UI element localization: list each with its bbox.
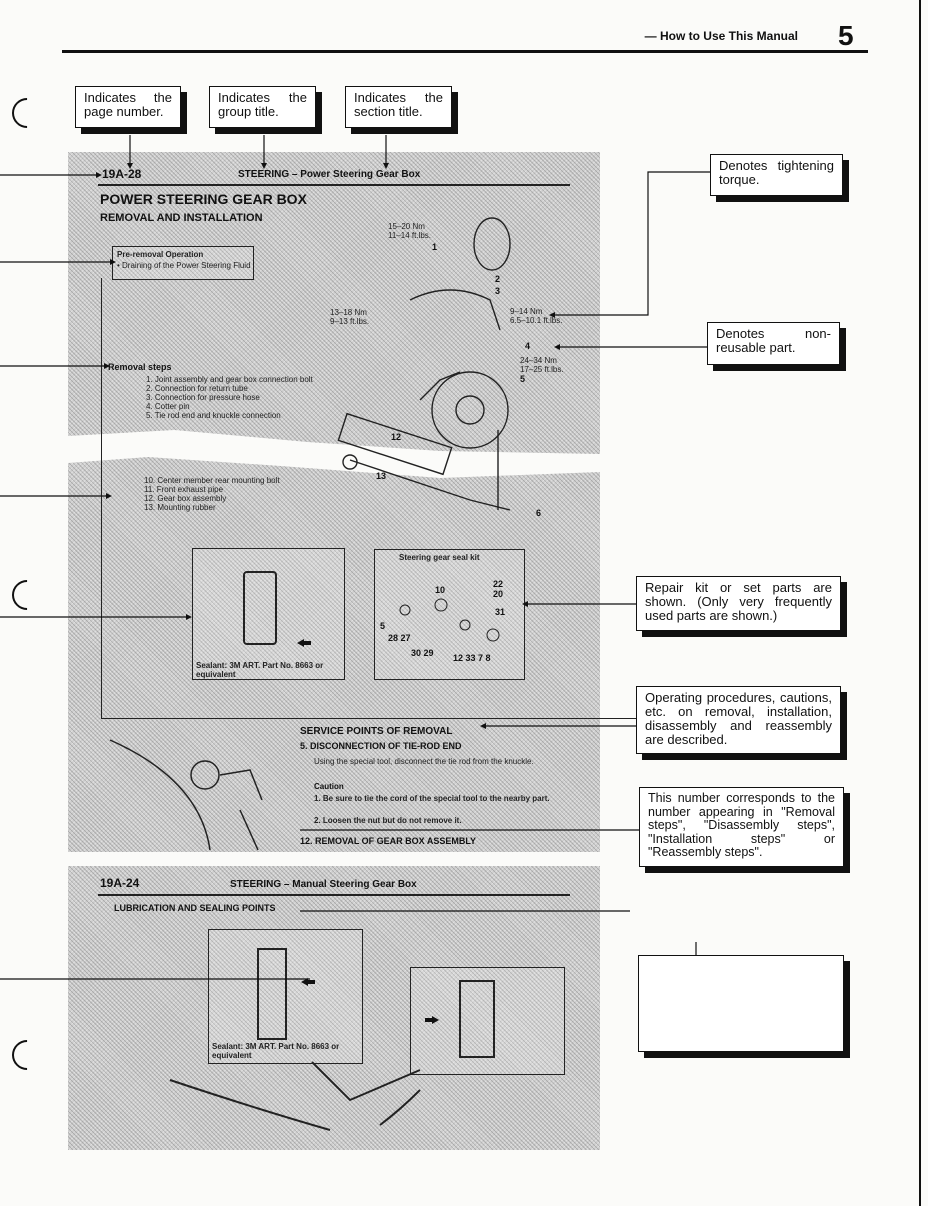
torque-label-4: 24–34 Nm 17–25 ft.lbs. [520, 356, 564, 374]
svg-text:28 27: 28 27 [388, 633, 411, 643]
caution-item-2: 2. Loosen the nut but do not remove it. [314, 816, 462, 825]
callout-page-number: Indicates the page number. [75, 86, 181, 128]
removal-step: 4. Cotter pin [146, 402, 190, 411]
header-rule [62, 50, 868, 53]
svg-text:10: 10 [435, 585, 445, 595]
svg-text:5: 5 [380, 621, 385, 631]
example-page-ref: 19A-28 [102, 167, 142, 181]
sealant-note: Sealant: 3M ART. Part No. 8663 or equiva… [196, 661, 324, 679]
callout-group-title: Indicates the group title. [209, 86, 316, 128]
caution-item-1: 1. Be sure to tie the cord of the specia… [314, 794, 550, 803]
callout-empty [638, 955, 844, 1052]
preremoval-item: • Draining of the Power Steering Fluid [117, 261, 251, 270]
sealant-note-2: Sealant: 3M ART. Part No. 8663 or equiva… [212, 1042, 340, 1060]
lubrication-title: LUBRICATION AND SEALING POINTS [114, 903, 276, 913]
procedure-bracket-bottom [101, 718, 636, 719]
service-item-b: 12. REMOVAL OF GEAR BOX ASSEMBLY [300, 836, 477, 846]
detail-box-lube-2 [410, 967, 565, 1075]
service-body: Using the special tool, disconnect the t… [314, 757, 534, 766]
arrow-icon [425, 1016, 439, 1024]
svg-text:20: 20 [493, 589, 503, 599]
callout-number-corresponds: This number corresponds to the number ap… [639, 787, 844, 867]
detail-sketch [243, 571, 277, 645]
callout-operating-procedures: Operating procedures, cautions, etc. on … [636, 686, 841, 754]
svg-text:12 33 7 8: 12 33 7 8 [453, 653, 491, 663]
removal-step: 5. Tie rod end and knuckle connection [146, 411, 281, 420]
example-header-rule [98, 184, 570, 186]
service-points-title: SERVICE POINTS OF REMOVAL [300, 726, 453, 737]
example-group-title: STEERING – Power Steering Gear Box [238, 169, 421, 180]
removal-step: 13. Mounting rubber [144, 503, 216, 512]
preremoval-box: Pre-removal Operation • Draining of the … [112, 246, 254, 280]
callout-repair-kit: Repair kit or set parts are shown. (Only… [636, 576, 841, 631]
binder-hole-icon [5, 1033, 49, 1077]
page-edge-line [919, 0, 921, 1206]
removal-steps-list: 1. Joint assembly and gear box connectio… [146, 375, 313, 420]
removal-step: 11. Front exhaust pipe [144, 485, 224, 494]
removal-step: 3. Connection for pressure hose [146, 393, 260, 402]
seal-kit-title: Steering gear seal kit [399, 553, 480, 562]
example-section-title: POWER STEERING GEAR BOX [100, 191, 307, 207]
arrow-icon [301, 978, 315, 986]
removal-step: 12. Gear box assembly [144, 494, 227, 503]
callout-section-title: Indicates the section title. [345, 86, 452, 128]
service-item-a: 5. DISCONNECTION OF TIE-ROD END [300, 741, 462, 751]
svg-text:22: 22 [493, 579, 503, 589]
running-header: — How to Use This Manual [644, 29, 798, 43]
svg-text:30 29: 30 29 [411, 648, 434, 658]
procedure-bracket [101, 278, 102, 718]
removal-step: 10. Center member rear mounting bolt [144, 476, 280, 485]
removal-step: 1. Joint assembly and gear box connectio… [146, 375, 313, 384]
page-tear-2 [68, 852, 600, 866]
torque-label-1: 15–20 Nm 11–14 ft.lbs. [388, 222, 431, 240]
callout-non-reusable: Denotes non-reusable part. [707, 322, 840, 365]
example-manual-page [68, 152, 600, 1150]
svg-text:31: 31 [495, 607, 505, 617]
callout-tightening-torque: Denotes tightening torque. [710, 154, 843, 196]
binder-hole-icon [5, 91, 49, 135]
detail-sketch [257, 948, 287, 1040]
page-number: 5 [838, 20, 854, 51]
detail-sketch [459, 980, 495, 1058]
example-page-ref-2: 19A-24 [100, 876, 140, 890]
torque-label-3: 9–14 Nm 6.5–10.1 ft.lbs. [510, 307, 563, 325]
binder-hole-icon [5, 573, 49, 617]
removal-steps-lower-list: 10. Center member rear mounting bolt 11.… [144, 476, 280, 512]
detail-box-lube-1: Sealant: 3M ART. Part No. 8663 or equiva… [208, 929, 363, 1064]
arrow-icon [297, 639, 311, 647]
example-group-title-2: STEERING – Manual Steering Gear Box [230, 879, 417, 890]
example-header-rule-2 [98, 894, 570, 896]
preremoval-heading: Pre-removal Operation [117, 250, 204, 259]
torque-label-2: 13–18 Nm 9–13 ft.lbs. [330, 308, 370, 326]
detail-box-pump: Sealant: 3M ART. Part No. 8663 or equiva… [192, 548, 345, 680]
removal-steps-heading: Removal steps [108, 362, 172, 372]
caution-heading: Caution [314, 782, 344, 791]
example-subsection: REMOVAL AND INSTALLATION [100, 212, 263, 224]
removal-step: 2. Connection for return tube [146, 384, 248, 393]
